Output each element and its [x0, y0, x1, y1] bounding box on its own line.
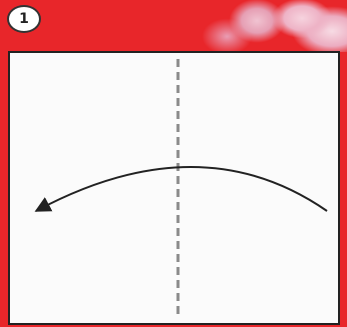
- step-number-badge: 1: [7, 5, 41, 33]
- flower-image: [197, 0, 347, 52]
- header-bar: 1: [0, 0, 347, 50]
- diagram-svg: [10, 53, 338, 323]
- diagram-panel: [8, 51, 340, 325]
- curved-arrow-icon: [36, 167, 327, 211]
